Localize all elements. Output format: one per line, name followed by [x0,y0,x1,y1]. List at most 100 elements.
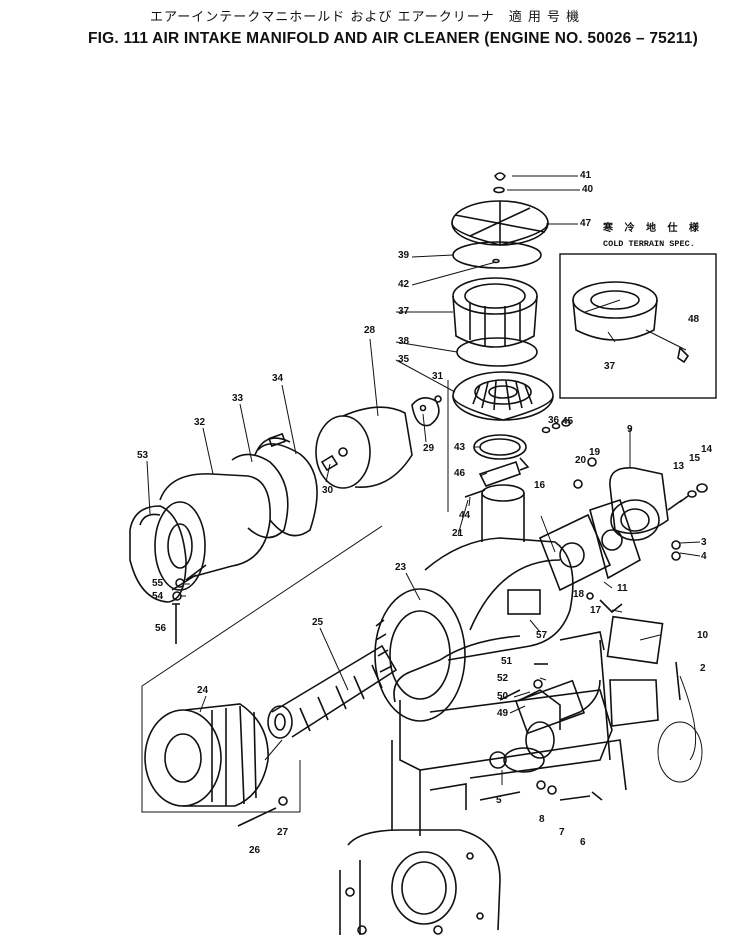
figure-title: FIG. 111 AIR INTAKE MANIFOLD AND AIR CLE… [88,30,698,47]
stud-13 [667,495,689,511]
callout-53: 53 [137,450,149,461]
callout-23: 23 [395,562,407,573]
callout-25: 25 [312,617,324,628]
callout-44: 44 [459,510,471,521]
body-23 [374,537,574,722]
callout-14: 14 [701,444,713,455]
wing-nut-41 [494,172,506,181]
callout-31: 31 [432,371,444,382]
callout-8: 8 [539,814,545,825]
washer-40 [493,186,505,194]
callout-49: 49 [497,708,509,719]
inset-element-37 [572,281,658,341]
callout-17: 17 [590,605,602,616]
callout-41: 41 [580,170,592,181]
bolt-26 [237,807,277,827]
gasket-38 [456,337,538,367]
callout-4: 4 [701,551,707,562]
clamp-ring-43 [473,434,530,471]
inset-japanese-label: 寒 冷 地 仕 様 [603,223,703,234]
callout-29: 29 [423,443,435,454]
callout-32: 32 [194,417,206,428]
band-34 [254,432,318,537]
callout-5: 5 [496,795,502,806]
callout-26: 26 [249,845,261,856]
gasket-16 [538,513,612,592]
precleaner-28 [315,406,413,489]
callout-18: 18 [573,589,585,600]
bolt-56 [172,603,180,644]
washer-20 [573,479,583,489]
element-25 [267,644,398,739]
band-33 [231,453,289,539]
inset-bolt-48 [677,346,690,364]
callout-33: 33 [232,393,244,404]
intake-manifold [429,679,659,779]
callout-56: 56 [155,623,167,634]
callout-7: 7 [559,827,565,838]
cover-29 [411,397,440,427]
callout-13: 13 [673,461,685,472]
callout-46: 46 [454,468,466,479]
callout-42: 42 [398,279,410,290]
callout-9: 9 [627,424,633,435]
washer-15 [687,490,697,498]
clip-17 [599,599,623,614]
cap-32 [154,473,271,591]
callout-15: 15 [689,453,701,464]
bolt-2 [675,661,681,701]
element-37 [452,277,538,348]
adapter-9 [609,467,669,541]
callout-39: 39 [398,250,410,261]
callout-36: 36 [548,415,560,426]
nut-30 [320,454,339,472]
callout-16: 16 [534,480,546,491]
inset-frame [559,253,717,399]
callout-47: 47 [580,218,592,229]
callout-37: 37 [398,306,410,317]
fin-plate-35 [452,371,554,421]
callout-43: 43 [454,442,466,453]
callout-48: 48 [688,314,700,325]
gasket-39 [452,241,542,269]
callout-3: 3 [701,537,707,548]
leader-lines [146,175,701,785]
callout-6: 6 [580,837,586,848]
callout-52: 52 [497,673,509,684]
callout-11: 11 [617,583,628,594]
callout-21: 21 [452,528,464,539]
bolt-6 [559,791,603,801]
callout-34: 34 [272,373,284,384]
engine-block [339,631,627,935]
callout-10: 10 [697,630,709,641]
callout-2: 2 [700,663,706,674]
nut-18 [586,592,594,600]
bolt-46 [478,460,522,487]
callout-45: 45 [562,416,574,427]
gasket-10 [606,615,664,665]
callout-inset-37: 37 [604,361,616,372]
washer-8 [536,780,546,790]
nut-27 [278,796,288,806]
callout-24: 24 [197,685,209,696]
japanese-title: エアーインテークマニホールド および エアークリーナ 適 用 号 機 [150,10,581,25]
callout-27: 27 [277,827,289,838]
callout-20: 20 [575,455,587,466]
washer-7 [547,785,557,795]
callout-35: 35 [398,354,410,365]
inset-english-label: COLD TERRAIN SPEC. [603,239,695,249]
washer-19 [587,457,597,467]
washer-52 [533,679,543,689]
callout-30: 30 [322,485,334,496]
callout-28: 28 [364,325,376,336]
cover-47 [451,200,549,246]
element-24 [144,703,269,807]
callout-38: 38 [398,336,410,347]
callout-40: 40 [582,184,594,195]
bolt-44 [464,489,486,498]
callout-54: 54 [152,591,164,602]
washer-31 [434,395,442,403]
callout-19: 19 [589,447,601,458]
callout-57: 57 [536,630,548,641]
